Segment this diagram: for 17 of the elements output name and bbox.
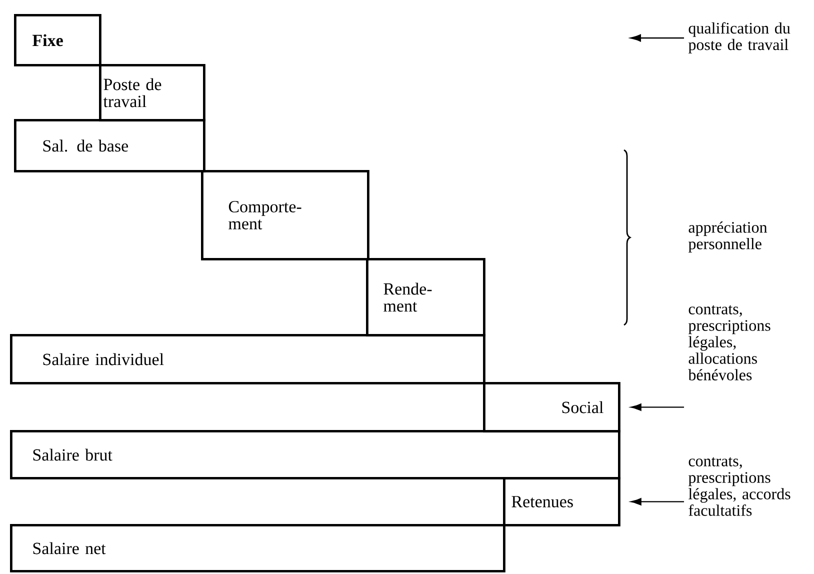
note-text: appréciation personnelle [688, 221, 768, 253]
note-text: contrats, prescriptions légales, accords facultatifs [688, 457, 790, 516]
note-text: contrats, prescriptions légales, allocations bénévoles [688, 305, 770, 380]
box: Comporte- ment [201, 170, 370, 260]
box: Poste de travail [99, 64, 206, 122]
note-text: qualification du poste de travail [688, 22, 790, 54]
arrow [630, 404, 684, 411]
box: Rende- ment [366, 258, 486, 336]
box: Sal. de base [14, 119, 206, 172]
box: Retenues [503, 477, 620, 526]
arrow [630, 498, 684, 506]
arrow [630, 34, 684, 42]
box: Salaire individuel [10, 334, 486, 384]
box: Salaire net [10, 524, 506, 572]
box: Social [483, 382, 620, 432]
box: Salaire brut [10, 430, 620, 480]
box: Fixe [14, 14, 102, 66]
